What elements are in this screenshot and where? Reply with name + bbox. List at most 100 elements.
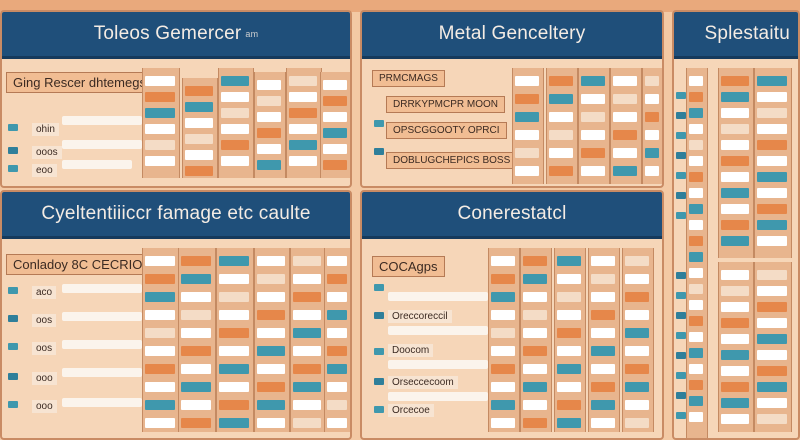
chart-cell: [523, 346, 547, 356]
chart-cell: [689, 396, 703, 406]
chart-cell: [491, 418, 515, 428]
chart-cell: [557, 292, 581, 302]
chart-cell: [557, 274, 581, 284]
chart-cell: [557, 328, 581, 338]
chart-cell: [613, 166, 637, 176]
chart-cell: [523, 400, 547, 410]
chart-cell: [221, 92, 249, 102]
chart-cell: [689, 204, 703, 214]
chart-cell: [591, 310, 615, 320]
chart-ribbon: [62, 116, 142, 125]
chart-cell: [323, 128, 347, 138]
chart-cell: [757, 76, 787, 86]
row-label: Orcecoe: [388, 404, 434, 417]
panel-title: Conerestatcl: [457, 203, 567, 224]
chart-cell: [327, 364, 347, 374]
chart-cell: [549, 166, 573, 176]
chart-cell: [757, 108, 787, 118]
chart-cell: [689, 348, 703, 358]
chart-cell: [181, 364, 211, 374]
chart-cell: [257, 160, 281, 170]
panel-header: Cyeltentiiiccr famage etc caulte: [2, 192, 350, 239]
chart-cell: [221, 108, 249, 118]
chart-cell: [581, 148, 605, 158]
row-marker: [676, 392, 686, 399]
chart-cell: [523, 292, 547, 302]
chart-cell: [327, 346, 347, 356]
chart-column: [610, 68, 642, 184]
row-marker: [374, 120, 384, 127]
chart-cell: [257, 256, 285, 266]
panel-header: Toleos Gemercer am: [2, 12, 350, 59]
chart-cell: [257, 112, 281, 122]
chart-cell: [625, 256, 649, 266]
chart-ribbon: [62, 340, 142, 349]
chart-cell: [491, 292, 515, 302]
chart-cell: [757, 204, 787, 214]
chart-cell: [293, 364, 321, 374]
chart-ribbon: [62, 368, 142, 377]
chart-cell: [721, 398, 749, 408]
chart-cell: [323, 112, 347, 122]
chart-ribbon: [62, 140, 142, 149]
chart-cell: [625, 400, 649, 410]
chart-cell: [145, 382, 175, 392]
chart-cell: [549, 148, 573, 158]
chart-cell: [591, 400, 615, 410]
chart-ribbon: [388, 292, 488, 301]
chart-cell: [219, 382, 249, 392]
chart-cell: [757, 398, 787, 408]
row-marker: [8, 124, 18, 131]
chart-cell: [257, 128, 281, 138]
chart-cell: [323, 96, 347, 106]
chart-cell: [721, 188, 749, 198]
chart-cell: [257, 96, 281, 106]
row-marker: [676, 412, 686, 419]
chart-cell: [581, 130, 605, 140]
chart-cell: [625, 346, 649, 356]
chart-cell: [181, 292, 211, 302]
chart-cell: [721, 382, 749, 392]
label-box: OPSCGGOOTY OPRCI: [386, 122, 507, 139]
row-label: ooo: [32, 372, 57, 385]
row-marker: [8, 147, 18, 154]
chart-cell: [327, 292, 347, 302]
chart-cell: [757, 156, 787, 166]
chart-cell: [757, 220, 787, 230]
chart-cell: [689, 332, 703, 342]
chart-column: [546, 68, 578, 184]
chart-cell: [293, 418, 321, 428]
chart-cell: [293, 310, 321, 320]
label-box: DOBLUGCHEPICS BOSS: [386, 152, 518, 169]
chart-cell: [219, 400, 249, 410]
row-marker: [676, 352, 686, 359]
row-marker: [8, 165, 18, 172]
chart-cell: [491, 256, 515, 266]
chart-cell: [721, 286, 749, 296]
chart-cell: [145, 76, 175, 86]
chart-cell: [581, 94, 605, 104]
chart-cell: [523, 364, 547, 374]
chart-cell: [327, 256, 347, 266]
chart-cell: [327, 418, 347, 428]
chart-cell: [327, 400, 347, 410]
chart-cell: [689, 188, 703, 198]
chart-cell: [145, 92, 175, 102]
row-marker: [676, 172, 686, 179]
chart-cell: [181, 418, 211, 428]
chart-cell: [721, 270, 749, 280]
row-marker: [676, 372, 686, 379]
chart-cell: [689, 268, 703, 278]
chart-cell: [591, 274, 615, 284]
row-marker: [676, 272, 686, 279]
row-marker: [374, 406, 384, 413]
chart-cell: [645, 112, 659, 122]
chart-cell: [549, 112, 573, 122]
chart-cell: [557, 256, 581, 266]
chart-cell: [219, 310, 249, 320]
chart-cell: [557, 400, 581, 410]
chart-cell: [757, 124, 787, 134]
panel-cyeltentiiiccr: Cyeltentiiiccr famage etc caulte Conlado…: [0, 190, 352, 440]
panel-splestaitu: Splestaitu: [672, 10, 800, 440]
chart-cell: [181, 256, 211, 266]
